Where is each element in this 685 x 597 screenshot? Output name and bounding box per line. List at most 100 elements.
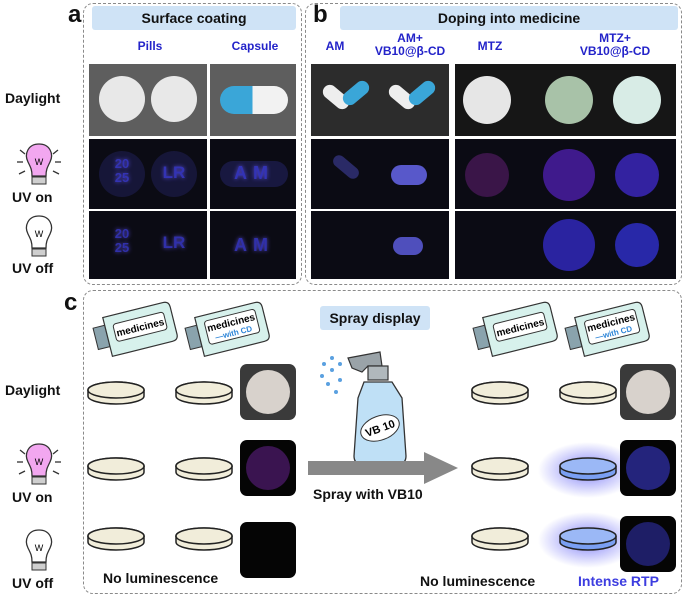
- glowing-pill: [151, 151, 197, 197]
- tablet: [471, 381, 529, 405]
- photo-square-daylight-right: [620, 364, 676, 420]
- panel-b-letter: b: [313, 1, 328, 28]
- capsule-mark: AM: [234, 235, 274, 255]
- arrow-icon: [308, 452, 458, 484]
- mtz-uv-pill: [543, 149, 595, 201]
- photo-mtz-uv-off: [455, 211, 676, 279]
- mtz-pill: [463, 76, 511, 124]
- tablet: [87, 457, 145, 481]
- photo-am-uv-off: [311, 211, 449, 279]
- tablet: [471, 527, 529, 551]
- mtz-uv-pill: [615, 153, 659, 197]
- uv-off-bulb-icon: W: [25, 215, 53, 257]
- square-pill: [246, 370, 290, 414]
- photo-mtz-daylight: [455, 64, 676, 136]
- bulb-label: W: [35, 457, 44, 467]
- mtz-uv-pill: [543, 219, 595, 271]
- col-label-mtz-vb10: MTZ+ VB10@β-CD: [579, 31, 651, 58]
- tablet: [175, 457, 233, 481]
- panel-a-letter: a: [68, 1, 82, 28]
- bulb-label: W: [35, 543, 44, 553]
- col-label-am: AM: [325, 39, 345, 53]
- panel-c-title: Spray display: [320, 306, 430, 330]
- square-pill: [626, 446, 670, 490]
- mtz-uv-pill: [465, 153, 509, 197]
- photo-pills-uv-on: 20 25 LR: [89, 139, 207, 209]
- panel-c-letter: c: [64, 289, 78, 316]
- tablet: [175, 381, 233, 405]
- medicine-bottle-icon: medicines: [92, 301, 178, 358]
- spray-bottle-icon: VB 10: [320, 351, 407, 465]
- medicine-bottle-icon: medicines: [472, 301, 558, 358]
- photo-capsule-uv-on: AM: [210, 139, 296, 209]
- panel-c: [83, 290, 682, 594]
- col-label-pills: Pills: [137, 39, 163, 53]
- medicine-cd-bottle-icon: medicines —with CD: [184, 301, 270, 358]
- tablet: [175, 527, 233, 551]
- photo-capsule-daylight: [210, 64, 296, 136]
- photo-pills-uv-off: 20 25 LR: [89, 211, 207, 279]
- photo-capsule-uv-off: AM: [210, 211, 296, 279]
- glowing-pill: [99, 151, 145, 197]
- photo-pills-daylight: [89, 64, 207, 136]
- col-label-mtz: MTZ: [477, 39, 503, 53]
- panel-b-title: Doping into medicine: [340, 6, 678, 30]
- photo-square-uv-on-right: [620, 440, 676, 496]
- capsule-mark: AM: [234, 163, 274, 183]
- bulb-label: W: [35, 157, 44, 167]
- panel-b: [305, 3, 682, 285]
- pill-mark-lr: LR: [162, 233, 186, 252]
- row-label-uv-off: UV off: [12, 260, 54, 276]
- panel-a: [83, 3, 302, 285]
- no-luminescence-right: No luminescence: [420, 573, 536, 589]
- mtz-uv-pill: [615, 223, 659, 267]
- col-label-capsule: Capsule: [231, 39, 279, 53]
- capsule-open: [340, 77, 372, 109]
- pill-mark-lr: LR: [162, 163, 186, 182]
- square-pill: [626, 370, 670, 414]
- uv-on-bulb-icon: W: [17, 143, 61, 185]
- tablet: [559, 381, 617, 405]
- row-label-daylight-c: Daylight: [5, 382, 61, 398]
- am-glow: [393, 237, 423, 255]
- am-glow: [330, 152, 362, 182]
- photo-square-uv-off: [240, 522, 296, 578]
- capsule-glow: [220, 161, 288, 187]
- medicine-cd-bottle-icon: medicines —with CD: [564, 301, 650, 358]
- no-luminescence-left: No luminescence: [103, 570, 219, 586]
- capsule-open: [406, 77, 438, 109]
- pill-mark-2025: 20 25: [114, 226, 130, 255]
- uv-off-bulb-icon: W: [25, 529, 53, 571]
- col-label-am-vb10: AM+ VB10@β-CD: [374, 31, 446, 58]
- mtz-pill: [613, 76, 661, 124]
- am-glow: [391, 165, 427, 185]
- pill-mark-2025: 20 25: [114, 156, 130, 185]
- arrow-label: Spray with VB10: [313, 486, 423, 502]
- photo-square-daylight: [240, 364, 296, 420]
- tablet-rtp: [559, 527, 617, 551]
- photo-square-uv-on: [240, 440, 296, 496]
- panel-a-title: Surface coating: [92, 6, 296, 30]
- mtz-pill: [545, 76, 593, 124]
- uv-on-bulb-icon: W: [17, 443, 61, 485]
- tablet-rtp: [559, 457, 617, 481]
- intense-rtp-label: Intense RTP: [578, 573, 659, 589]
- row-label-uv-on-c: UV on: [12, 489, 53, 505]
- photo-am-uv-on: [311, 139, 449, 209]
- square-pill: [626, 522, 670, 566]
- photo-square-uv-off-right: [620, 516, 676, 572]
- square-pill: [246, 446, 290, 490]
- tablet: [87, 381, 145, 405]
- white-pill: [151, 76, 197, 122]
- tablet-grid: [87, 381, 638, 568]
- photo-mtz-uv-on: [455, 139, 676, 209]
- tablet: [87, 527, 145, 551]
- row-label-uv-on: UV on: [12, 189, 53, 205]
- bulb-label: W: [35, 229, 44, 239]
- row-label-uv-off-c: UV off: [12, 575, 54, 591]
- row-label-daylight: Daylight: [5, 90, 61, 106]
- white-pill: [99, 76, 145, 122]
- tablet: [471, 457, 529, 481]
- capsule: [220, 86, 288, 114]
- photo-am-daylight: [311, 64, 449, 136]
